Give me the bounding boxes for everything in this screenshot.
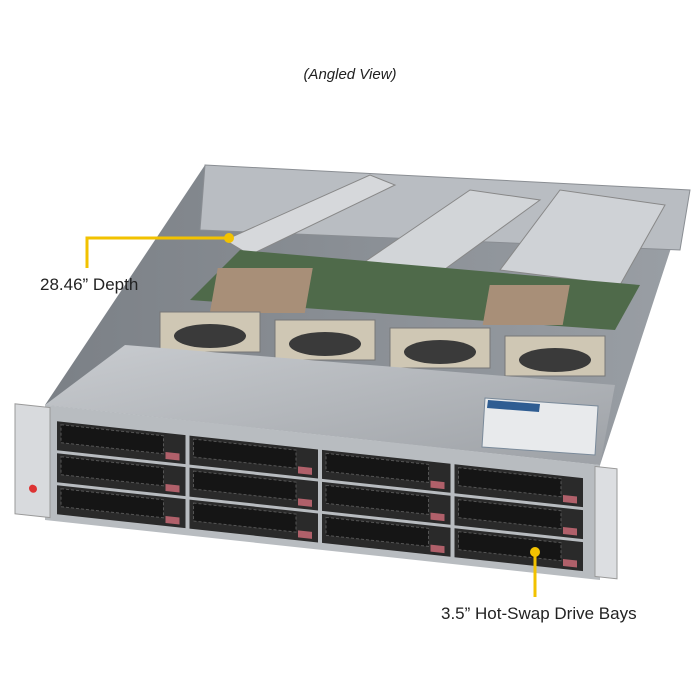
drive-release-latch[interactable]: [165, 516, 180, 525]
drive-bay[interactable]: [454, 496, 584, 540]
right-rack-ear[interactable]: [594, 465, 618, 580]
drive-bay[interactable]: [322, 513, 451, 557]
cooling-fan: [274, 319, 376, 361]
front-panel: [14, 403, 618, 580]
top-cover: [45, 345, 615, 465]
drive-vent-grille: [458, 499, 562, 530]
drive-bay[interactable]: [322, 481, 451, 525]
drive-bays: [57, 421, 584, 572]
drive-vent-grille: [60, 424, 164, 455]
drive-release-latch[interactable]: [563, 526, 577, 536]
fan-row: [159, 311, 606, 377]
drive-release-latch[interactable]: [298, 498, 312, 507]
depth-callout-dot: [224, 233, 234, 243]
drive-vent-grille: [193, 470, 297, 501]
drive-bay[interactable]: [322, 449, 451, 493]
cpu-heatsink-right: [482, 285, 570, 325]
drive-release-latch[interactable]: [165, 452, 180, 461]
drive-bay[interactable]: [57, 485, 186, 529]
drive-bays-callout-label: 3.5” Hot-Swap Drive Bays: [441, 604, 637, 623]
drive-release-latch[interactable]: [165, 484, 180, 493]
drive-bay[interactable]: [57, 421, 186, 465]
drive-bay[interactable]: [189, 499, 319, 543]
drive-release-latch[interactable]: [430, 544, 445, 554]
depth-callout-label: 28.46” Depth: [40, 275, 139, 294]
cpu-heatsink-left: [209, 268, 313, 313]
drive-release-latch[interactable]: [298, 530, 312, 539]
drive-release-latch[interactable]: [563, 558, 577, 568]
drive-vent-grille: [458, 467, 562, 498]
drive-vent-grille: [325, 452, 429, 483]
service-label: [481, 397, 599, 456]
power-button-icon[interactable]: [29, 484, 37, 493]
drive-bay-callout-dot: [530, 547, 540, 557]
riser-left: [223, 174, 397, 256]
left-rack-ear[interactable]: [14, 403, 51, 519]
drive-vent-grille: [325, 484, 429, 515]
drive-release-latch[interactable]: [430, 512, 445, 522]
depth-callout-line: [85, 236, 228, 268]
cooling-fan: [504, 335, 606, 377]
drive-release-latch[interactable]: [563, 494, 577, 504]
view-caption: (Angled View): [303, 66, 397, 83]
drive-bay[interactable]: [454, 464, 584, 508]
cooling-fan: [159, 311, 261, 353]
cooling-fan: [389, 327, 491, 369]
drive-release-latch[interactable]: [298, 466, 312, 475]
drive-bay[interactable]: [454, 528, 584, 572]
drive-bay[interactable]: [57, 453, 186, 497]
drive-vent-grille: [60, 488, 164, 519]
drive-vent-grille: [193, 438, 297, 469]
drive-vent-grille: [60, 456, 164, 487]
drive-bay[interactable]: [189, 435, 319, 479]
drive-release-latch[interactable]: [430, 480, 445, 490]
drive-vent-grille: [325, 516, 429, 547]
drive-bay[interactable]: [189, 467, 319, 511]
drive-vent-grille: [193, 502, 297, 533]
